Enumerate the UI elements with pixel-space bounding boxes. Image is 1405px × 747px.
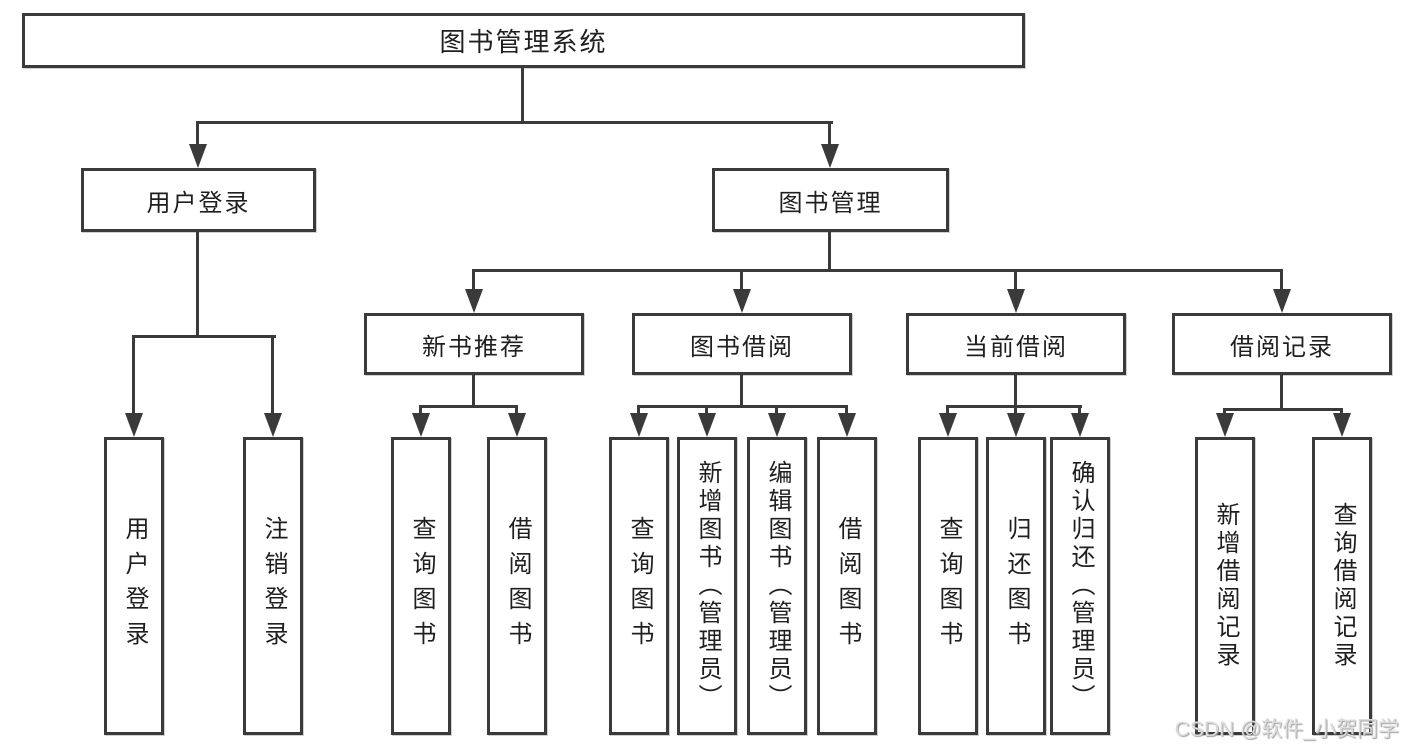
connector-line bbox=[472, 375, 475, 408]
connector-line bbox=[521, 68, 524, 124]
node-book-borrow-label: 图书借阅 bbox=[690, 333, 794, 361]
node-book-management: 图书管理 bbox=[712, 168, 949, 232]
arrow-down-icon bbox=[838, 413, 856, 437]
node-user-login-label: 用户登录 bbox=[146, 189, 251, 217]
leaf-label: 查询借阅记录 bbox=[1329, 502, 1356, 670]
node-leaf-query-books-recommend: 查询图书 bbox=[391, 437, 451, 735]
node-leaf-add-borrow-record: 新增借阅记录 bbox=[1195, 437, 1255, 735]
connector-line bbox=[946, 405, 949, 416]
node-leaf-logout: 注销登录 bbox=[243, 437, 303, 735]
connector-line bbox=[196, 232, 199, 338]
connector-line bbox=[828, 121, 831, 148]
connector-line bbox=[845, 405, 848, 416]
connector-line bbox=[420, 405, 518, 408]
connector-line bbox=[197, 121, 833, 124]
csdn-watermark: CSDN @软件_小贺同学 bbox=[1174, 718, 1399, 741]
connector-line bbox=[472, 269, 475, 293]
arrow-down-icon bbox=[1071, 413, 1089, 437]
node-borrow-record-label: 借阅记录 bbox=[1230, 333, 1334, 361]
node-new-book-recommend-label: 新书推荐 bbox=[422, 333, 526, 361]
arrow-down-icon bbox=[465, 289, 483, 313]
node-leaf-query-borrow-record: 查询借阅记录 bbox=[1312, 437, 1372, 735]
connector-line bbox=[705, 405, 708, 416]
node-leaf-borrow-books: 借阅图书 bbox=[817, 437, 877, 735]
node-borrow-record: 借阅记录 bbox=[1172, 313, 1392, 375]
node-current-borrow: 当前借阅 bbox=[906, 313, 1126, 375]
node-leaf-user-login: 用户登录 bbox=[104, 437, 164, 735]
node-leaf-borrow-books-recommend: 借阅图书 bbox=[487, 437, 547, 735]
arrow-down-icon bbox=[768, 413, 786, 437]
arrow-down-icon bbox=[939, 413, 957, 437]
node-leaf-confirm-return-admin: 确认归还（管理员） bbox=[1050, 437, 1110, 735]
connector-line bbox=[740, 269, 743, 293]
leaf-label: 编辑图书（管理员） bbox=[764, 460, 791, 712]
node-user-login: 用户登录 bbox=[81, 168, 316, 232]
leaf-label: 查询图书 bbox=[626, 516, 653, 656]
connector-line bbox=[740, 375, 743, 408]
connector-line bbox=[828, 232, 831, 272]
connector-line bbox=[1223, 408, 1226, 416]
connector-line bbox=[1340, 408, 1343, 416]
arrow-down-icon bbox=[412, 413, 430, 437]
arrow-down-icon bbox=[264, 413, 282, 437]
node-leaf-return-books: 归还图书 bbox=[986, 437, 1046, 735]
node-leaf-query-books-current: 查询图书 bbox=[918, 437, 978, 735]
leaf-label: 查询图书 bbox=[408, 516, 435, 656]
connector-line bbox=[1224, 408, 1343, 411]
arrow-down-icon bbox=[630, 413, 648, 437]
connector-line bbox=[1014, 405, 1017, 416]
arrow-down-icon bbox=[1216, 413, 1234, 437]
connector-line bbox=[1014, 269, 1017, 293]
connector-line bbox=[638, 405, 848, 408]
connector-line bbox=[473, 269, 1283, 272]
leaf-label: 确认归还（管理员） bbox=[1067, 460, 1094, 712]
connector-line bbox=[132, 335, 135, 415]
arrow-down-icon bbox=[733, 289, 751, 313]
arrow-down-icon bbox=[821, 144, 839, 168]
arrow-down-icon bbox=[189, 144, 207, 168]
connector-line bbox=[132, 335, 276, 338]
arrow-down-icon bbox=[698, 413, 716, 437]
arrow-down-icon bbox=[1333, 413, 1351, 437]
node-leaf-query-books-borrow: 查询图书 bbox=[609, 437, 669, 735]
connector-line bbox=[1014, 375, 1017, 408]
arrow-down-icon bbox=[508, 413, 526, 437]
connector-line bbox=[1078, 405, 1081, 416]
node-current-borrow-label: 当前借阅 bbox=[964, 333, 1068, 361]
node-book-management-label: 图书管理 bbox=[778, 189, 883, 217]
connector-line bbox=[637, 405, 640, 416]
node-leaf-add-books-admin: 新增图书（管理员） bbox=[677, 437, 737, 735]
connector-line bbox=[515, 405, 518, 416]
node-root: 图书管理系统 bbox=[22, 13, 1025, 68]
node-leaf-edit-books-admin: 编辑图书（管理员） bbox=[747, 437, 807, 735]
connector-line bbox=[1280, 269, 1283, 293]
leaf-label: 归还图书 bbox=[1003, 516, 1030, 656]
arrow-down-icon bbox=[125, 413, 143, 437]
leaf-label: 查询图书 bbox=[935, 516, 962, 656]
arrow-down-icon bbox=[1007, 413, 1025, 437]
connector-line bbox=[271, 335, 274, 415]
node-new-book-recommend: 新书推荐 bbox=[364, 313, 584, 375]
node-book-borrow: 图书借阅 bbox=[632, 313, 852, 375]
connector-line bbox=[775, 405, 778, 416]
leaf-label: 注销登录 bbox=[260, 516, 287, 656]
leaf-label: 新增借阅记录 bbox=[1212, 502, 1239, 670]
leaf-label: 借阅图书 bbox=[834, 516, 861, 656]
leaf-label: 新增图书（管理员） bbox=[694, 460, 721, 712]
node-root-label: 图书管理系统 bbox=[439, 27, 608, 57]
arrow-down-icon bbox=[1273, 289, 1291, 313]
leaf-label: 借阅图书 bbox=[504, 516, 531, 656]
arrow-down-icon bbox=[1007, 289, 1025, 313]
leaf-label: 用户登录 bbox=[121, 516, 148, 656]
connector-line bbox=[196, 121, 199, 148]
connector-line bbox=[419, 405, 422, 416]
connector-line bbox=[1280, 375, 1283, 411]
